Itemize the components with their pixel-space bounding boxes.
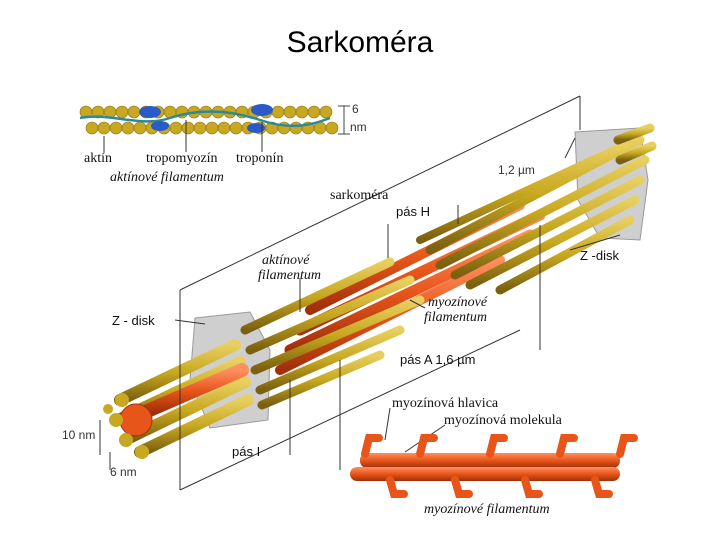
myosin-head [595,480,609,494]
myosin-head [560,438,574,454]
myosin-head [490,438,504,454]
label-6nm-bottom: 6 nm [110,465,137,479]
myosin-cross-section [120,404,152,436]
actin-bead [320,106,332,118]
troponin-complex [139,106,161,118]
actin-bead [272,106,284,118]
actin-bead [206,122,218,134]
label-1-2um: 1,2 µm [498,163,535,177]
actin-bead [308,106,320,118]
actin-bead [182,122,194,134]
actin-bead [134,122,146,134]
actin-bead [296,106,308,118]
myosin-head [365,438,379,454]
label-i-band: pás I [232,444,260,459]
myosin-head [420,438,434,454]
label-6nm-unit: nm [350,120,367,134]
actin-filament-detail [80,104,350,152]
actin-bead [326,122,338,134]
actin-bead [284,106,296,118]
myosin-filament-detail [350,438,634,494]
actin-bead [290,122,302,134]
caption-myosin-filament: myozínové filamentum [424,502,550,518]
caption-actin-filament: aktínové filamentum [110,170,224,186]
actin-bead [230,122,242,134]
label-6nm-value: 6 [352,102,359,116]
actin-bead [116,106,128,118]
myosin-head [620,438,634,454]
actin-bead [170,122,182,134]
myosin-head [525,480,539,494]
label-a-band: pás A 1,6 µm [400,352,475,367]
label-myosin-filament-2: filamentum [424,310,487,326]
actin-bead [122,122,134,134]
actin-bead [110,122,122,134]
myosin-head [390,480,404,494]
actin-bead [218,122,230,134]
label-z-disk-right: Z -disk [580,248,619,263]
label-troponin: troponín [236,151,283,167]
label-z-disk-left: Z - disk [112,313,155,328]
label-myosin-filament-1: myozínové [428,295,487,311]
label-actin: aktín [84,151,112,167]
actin-bead [194,122,206,134]
label-sarcomere: sarkoméra [330,188,388,204]
label-myosin-molecule: myozínová molekula [444,413,562,429]
troponin-complex [251,104,273,116]
troponin-complex [151,121,169,131]
label-actin-filament-2: filamentum [258,268,321,284]
label-myosin-head: myozínová hlavica [392,396,498,412]
actin-bead [128,106,140,118]
label-h-band: pás H [396,204,430,219]
actin-bead [98,122,110,134]
label-10nm: 10 nm [62,428,95,442]
myosin-head [455,480,469,494]
label-tropomyosin: tropomyozín [146,151,218,167]
label-actin-filament-1: aktínové [262,253,309,269]
actin-bead [86,122,98,134]
